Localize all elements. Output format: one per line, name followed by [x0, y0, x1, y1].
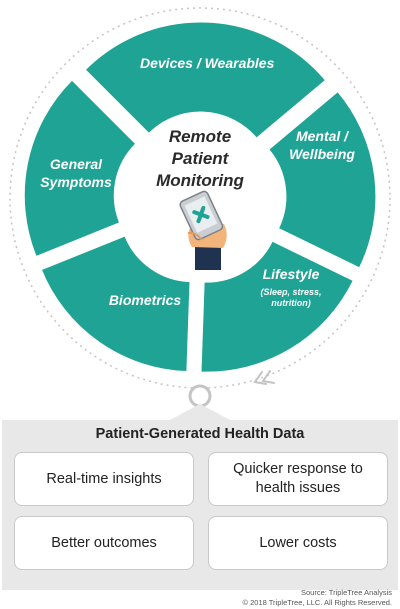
segment-group [23, 21, 377, 373]
lifestyle-title: Lifestyle [262, 266, 320, 282]
card-text: Lower costs [259, 534, 337, 551]
card-text: Real-time insights [46, 470, 162, 487]
segment-label-devices: Devices / Wearables [140, 55, 275, 71]
segment-label-biometrics: Biometrics [108, 292, 182, 308]
hand-holding-phone-medical-icon [179, 190, 227, 270]
segment-label-lifestyle: Lifestyle (Sleep, stress, nutrition) [236, 266, 346, 310]
footer-source: Source: TripleTree Analysis [300, 588, 392, 597]
segment-label-mental: Mental / Wellbeing [289, 128, 355, 162]
segment-mental [268, 90, 377, 269]
card-text: Better outcomes [51, 534, 157, 551]
outer-dotted-ring [9, 7, 391, 389]
card-quicker-response: Quicker response to health issues [208, 452, 388, 506]
connector-triangle [170, 404, 230, 420]
segment-symptoms [23, 79, 137, 258]
cycle-arrow-icon [253, 370, 275, 385]
rpm-wheel [9, 7, 391, 420]
sleeve-shape [195, 246, 221, 270]
segment-lifestyle [200, 240, 354, 373]
card-lower-costs: Lower costs [208, 516, 388, 570]
card-realtime-insights: Real-time insights [14, 452, 194, 506]
segment-label-symptoms: General Symptoms [40, 156, 112, 190]
footer-copyright: © 2018 TripleTree, LLC. All Rights Reser… [242, 598, 392, 607]
center-title: Remote Patient Monitoring [156, 127, 244, 191]
segment-biometrics [40, 235, 191, 373]
lifestyle-sublabel: (Sleep, stress, nutrition) [260, 286, 322, 309]
card-better-outcomes: Better outcomes [14, 516, 194, 570]
card-text: Quicker response to health issues [233, 461, 363, 496]
panel-title: Patient-Generated Health Data [95, 426, 305, 442]
connector-circle [188, 384, 212, 408]
segment-devices [84, 21, 327, 139]
medical-cross-icon [192, 205, 210, 224]
